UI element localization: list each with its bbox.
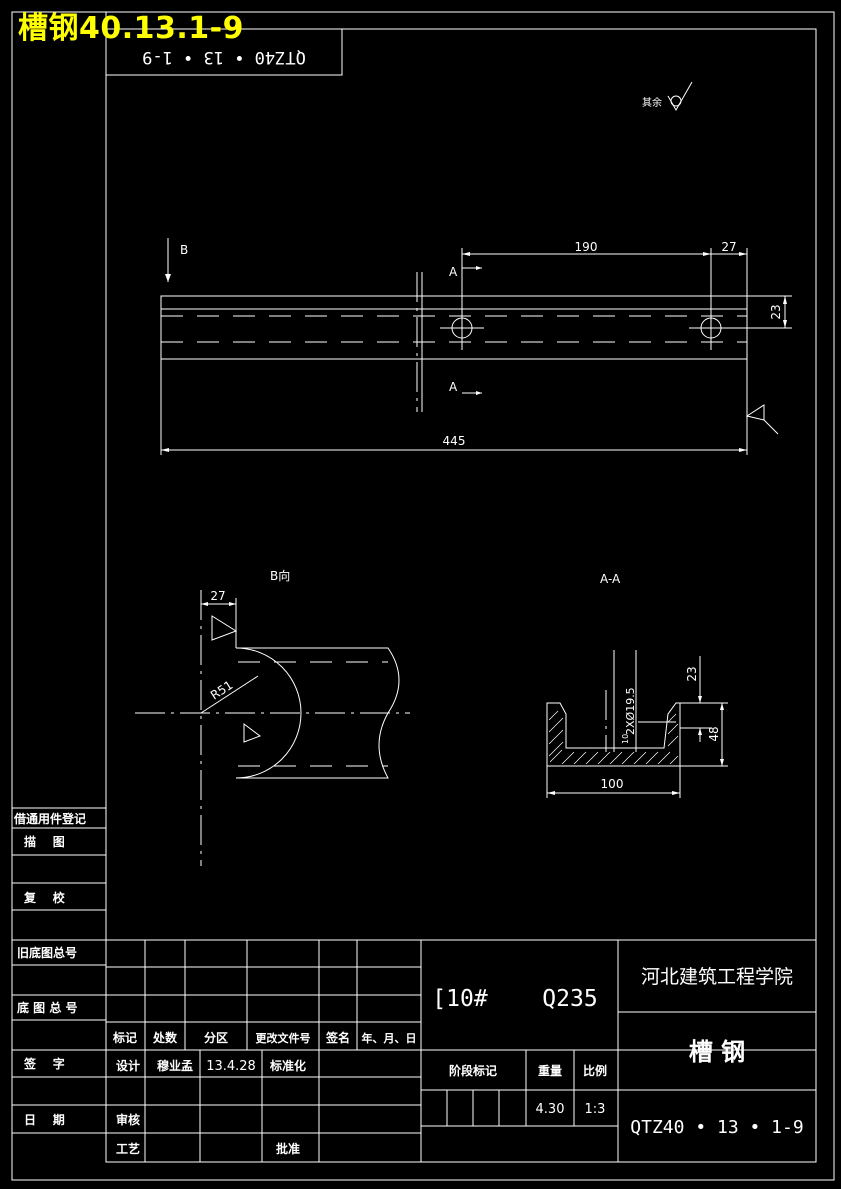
weld-symbol-icon — [745, 404, 779, 435]
scale-label: 比例 — [583, 1063, 607, 1078]
corner-code-box — [105, 28, 343, 76]
dim-flange-small: 10 — [621, 734, 630, 744]
dim-overall-length: 445 — [443, 434, 466, 448]
header-date: 年、月、日 — [362, 1031, 417, 1045]
dim-section-width: 100 — [601, 777, 624, 791]
process-label: 工艺 — [116, 1141, 140, 1156]
material-grade: Q235 — [542, 986, 597, 1012]
roughness-symbol-icon — [667, 81, 693, 112]
dim-section-23: 23 — [685, 666, 699, 681]
inner-frame — [105, 28, 817, 1163]
dim-hole-height: 23 — [769, 304, 783, 319]
corner-code: QTZ40 • 13 • 1-9 — [142, 47, 306, 67]
weight-value: 4.30 — [536, 1102, 565, 1117]
dim-edge-offset: 27 — [721, 240, 736, 254]
header-signature: 签名 — [325, 1030, 350, 1045]
dim-section-48: 48 — [707, 726, 721, 741]
dim-radius: R51 — [208, 678, 235, 703]
header-change-doc: 更改文件号 — [256, 1031, 311, 1045]
header-mark: 标记 — [112, 1030, 137, 1045]
section-label-b: B — [180, 243, 188, 257]
view-b: B向 R51 27 — [135, 568, 410, 866]
title-block: [10#Q235 河北建筑工程学院 槽 钢 QTZ40 • 13 • 1-9 标… — [106, 939, 816, 1162]
header-zone: 分区 — [204, 1030, 228, 1045]
outer-frame — [11, 11, 835, 1181]
label-signature: 签 字 — [23, 1056, 65, 1071]
view-b-title: B向 — [270, 568, 290, 583]
review-label: 审核 — [116, 1112, 140, 1127]
label-check: 复 校 — [23, 890, 66, 905]
section-label-a-bottom: A — [449, 380, 458, 394]
designer: 穆业孟 — [157, 1058, 193, 1073]
label-date: 日 期 — [24, 1112, 65, 1127]
view-aa: A-A 2XØ19.5 10 — [546, 572, 728, 798]
standard-label: 标准化 — [269, 1058, 306, 1073]
label-registry: 借通用件登记 — [13, 811, 86, 826]
part-name: 槽 钢 — [689, 1038, 745, 1066]
dim-hole-spacing: 190 — [575, 240, 598, 254]
label-trace: 描 图 — [24, 834, 65, 849]
main-view: A A B 190 27 23 445 — [160, 238, 792, 455]
scale-value: 1:3 — [585, 1102, 606, 1117]
design-date: 13.4.28 — [206, 1059, 256, 1074]
institution: 河北建筑工程学院 — [641, 966, 793, 988]
material-spec: [10#Q235 — [432, 986, 597, 1012]
left-strip: 借通用件登记 描 图 复 校 旧底图总号 底 图 总 号 签 字 日 期 — [12, 807, 106, 1134]
view-aa-title: A-A — [600, 572, 621, 586]
label-base-no: 底 图 总 号 — [17, 1000, 78, 1015]
design-label: 设计 — [116, 1058, 140, 1073]
label-old-base-no: 旧底图总号 — [17, 945, 77, 960]
weight-label: 重量 — [538, 1063, 562, 1078]
approve-label: 批准 — [276, 1141, 300, 1156]
roughness-note: 其余 — [642, 96, 662, 109]
section-label-a-top: A — [449, 265, 458, 279]
channel-section — [546, 702, 681, 767]
drawing-no: QTZ40 • 13 • 1-9 — [630, 1117, 803, 1138]
dim-view-b-offset: 27 — [210, 589, 225, 603]
dim-hole-dia: 2XØ19.5 — [624, 687, 637, 735]
stage-label: 阶段标记 — [449, 1063, 497, 1078]
overlay-title: 槽钢40.13.1-9 — [18, 11, 244, 46]
header-count: 处数 — [152, 1030, 178, 1045]
